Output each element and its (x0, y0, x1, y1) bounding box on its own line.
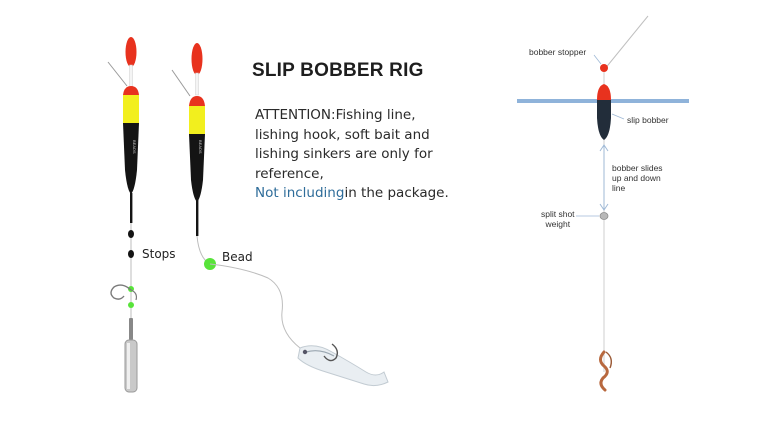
split-shot-line: weight (545, 219, 571, 229)
notice-line: reference, (255, 165, 324, 182)
bead-label: Bead (222, 250, 253, 264)
bobber-stopper-label: bobber stopper (529, 47, 587, 57)
soft-bait-lure (297, 343, 389, 387)
sinker (124, 339, 138, 393)
worm-bait (599, 350, 609, 392)
float-brand-text: BEADS (132, 140, 137, 154)
float-brand-text: BEADS (198, 140, 203, 154)
not-included-highlight: Not including (255, 185, 345, 202)
attention-notice: ATTENTION:Fishing line, lishing hook, so… (255, 106, 449, 204)
slip-bobber-label: slip bobber (627, 115, 669, 125)
notice-line: ATTENTION:Fishing line, (255, 107, 416, 123)
notice-line: Not includingin the package. (255, 184, 449, 204)
float-with-stops: BEADS (107, 37, 139, 393)
page-title: SLIP BOBBER RIG (252, 60, 424, 81)
bobber-stopper (600, 64, 608, 72)
green-bead (128, 302, 134, 308)
split-shot-label: split shot weight (541, 209, 575, 229)
slip-bobber (597, 84, 611, 140)
float-with-bead: BEADS (171, 43, 389, 387)
stop-marker (128, 230, 134, 238)
stops-label: Stops (142, 247, 176, 261)
stop-marker (128, 250, 134, 258)
split-shot-weight (599, 212, 609, 220)
slip-bobber-diagram (517, 15, 689, 392)
notice-tail: in the package. (344, 185, 449, 202)
bobber-slides-line: bobber slides (612, 163, 663, 173)
bobber-slides-label: bobber slides up and down line (612, 163, 663, 193)
notice-line: lishing hook, soft bait and (255, 126, 430, 143)
notice-line: lishing sinkers are only for (255, 146, 433, 163)
bobber-slides-line: up and down (612, 173, 661, 183)
split-shot-line: split shot (541, 209, 575, 219)
bobber-slides-line: line (612, 183, 626, 193)
